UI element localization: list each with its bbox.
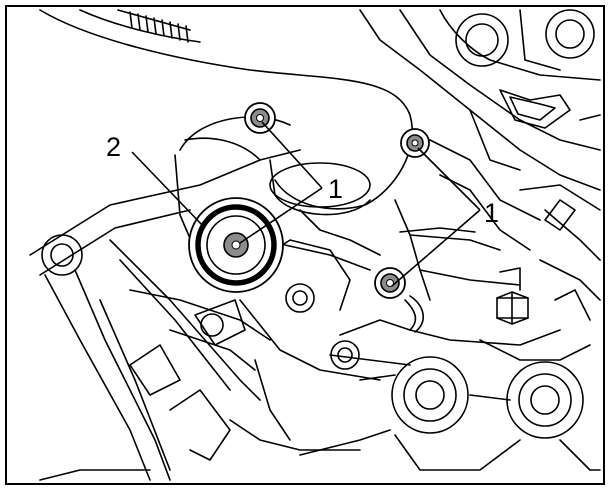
callout-label-1-right: 1: [484, 198, 499, 228]
bolt-right-lower: [374, 267, 406, 299]
housing-right-middle: [329, 199, 601, 370]
seal-plug: [188, 197, 284, 293]
callout-label-2: 2: [106, 132, 121, 162]
bolt-right-upper: [400, 128, 430, 158]
leader-1b: [239, 187, 323, 244]
housing-upper-right: [359, 9, 601, 261]
center-housing: [174, 116, 381, 271]
coolant-pipe: [39, 9, 413, 216]
diagram-border: [5, 5, 605, 485]
bolt-top: [244, 102, 276, 134]
leader-1c: [417, 147, 481, 211]
lower-right-bosses: [299, 339, 601, 471]
mounting-bracket: [29, 149, 381, 481]
leader-lines: [131, 121, 481, 287]
callout-label-1-top: 1: [328, 174, 343, 204]
leader-2: [131, 151, 206, 229]
leader-1a: [261, 121, 323, 189]
leader-1d: [391, 209, 481, 287]
